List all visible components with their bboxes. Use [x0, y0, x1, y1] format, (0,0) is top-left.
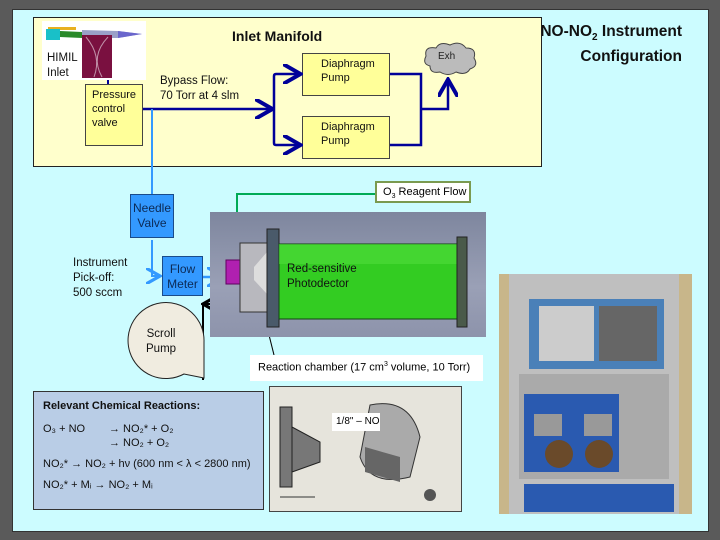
- reaction-1: O₃ + NO→ NO₂* + O₂: [43, 423, 174, 435]
- schematic-no-label: 1/8" – NO: [332, 413, 380, 431]
- reaction-chamber-label: Reaction chamber (17 cm3 volume, 10 Torr…: [250, 355, 483, 381]
- reaction-1b: → NO₂ + O₂: [109, 437, 170, 449]
- o3-reagent-flow-label: O3 Reagent Flow: [375, 181, 471, 203]
- himil-inlet-image: [42, 21, 146, 80]
- pump-top-arrow: [272, 74, 298, 109]
- exhaust-label: Exh: [438, 51, 456, 62]
- reaction-2: NO₂* → NO₂ + hν (600 nm < λ < 2800 nm): [43, 458, 251, 470]
- manifold-title: Inlet Manifold: [232, 28, 323, 44]
- instrument-rack-photo: [499, 274, 692, 514]
- reaction-3: NO₂* + Mᵢ → NO₂ + Mᵢ: [43, 479, 153, 491]
- chemical-reactions-box: Relevant Chemical Reactions: O₃ + NO→ NO…: [33, 391, 264, 510]
- ozone-injector-icon: [225, 259, 241, 285]
- bypass-flow-label: Bypass Flow:70 Torr at 4 slm: [160, 75, 240, 102]
- reactions-heading: Relevant Chemical Reactions:: [43, 400, 201, 412]
- reaction-chamber-drawing: [210, 212, 486, 337]
- inlet-drawing-icon: [46, 27, 142, 78]
- needle-to-flow-arrow: [152, 240, 158, 276]
- reaction-chamber-schematic: [269, 386, 462, 512]
- scroll-pump-shape: [127, 302, 205, 379]
- pump-bottom-arrow: [272, 109, 298, 145]
- slide-title: NO-NO2 Instrument Configuration: [540, 23, 682, 66]
- exhaust-arrow: [390, 74, 448, 147]
